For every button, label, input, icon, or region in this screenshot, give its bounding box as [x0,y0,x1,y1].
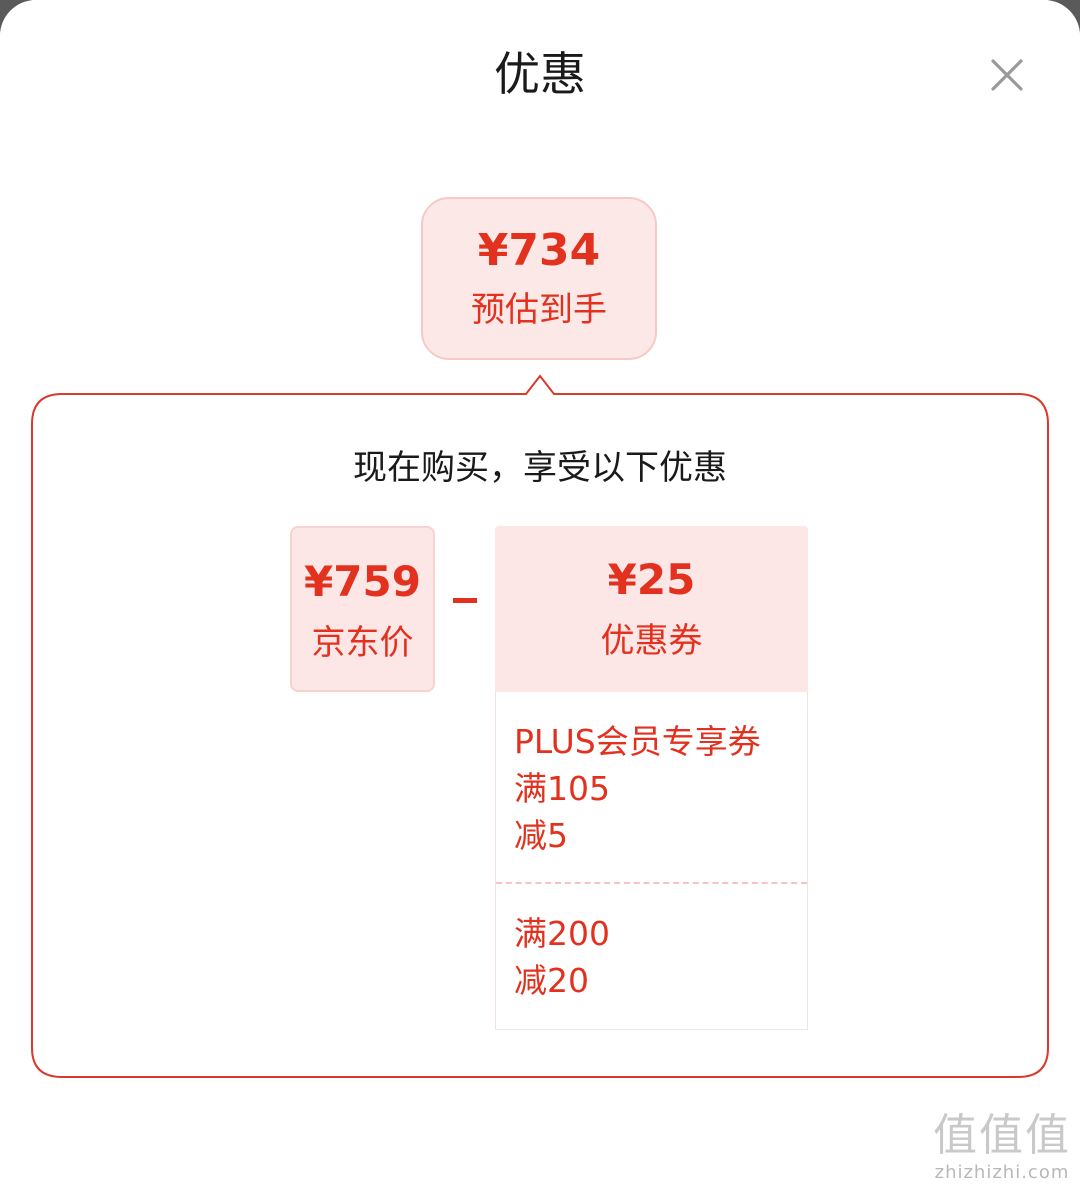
jd-price-label: 京东价 [311,623,414,663]
jd-price-box: ¥759 京东价 [290,526,435,692]
coupon-total-box: ¥25 优惠券 [495,526,808,692]
estimated-price-amount: ¥734 [477,225,601,276]
coupon-total-label: 优惠券 [600,621,703,661]
coupon-item-discount: 减5 [514,816,568,855]
close-icon [991,59,1023,91]
panel-heading: 现在购买，享受以下优惠 [353,448,727,488]
coupon-item: 满200 减20 [496,884,807,1004]
coupon-item-title: PLUS会员专享券 [514,722,761,761]
watermark-domain: zhizhizhi.com [934,1162,1070,1183]
estimated-price-badge: ¥734 预估到手 [421,197,657,360]
coupon-total-amount: ¥25 [607,555,696,604]
watermark-logo: 值值值 zhizhizhi.com [928,1110,1076,1190]
coupon-item: PLUS会员专享券 满105 减5 [496,692,807,882]
watermark-glyphs: 值值值 [933,1110,1071,1161]
coupon-list: PLUS会员专享券 满105 减5 满200 减20 [495,692,808,1030]
jd-price-amount: ¥759 [304,557,421,606]
close-button[interactable] [984,52,1030,98]
coupon-item-threshold: 满200 [514,914,610,953]
coupon-divider [496,882,807,884]
dialog-title: 优惠 [494,47,586,101]
coupon-item-threshold: 满105 [514,769,610,808]
coupon-item-discount: 减20 [514,961,589,1000]
estimated-price-label: 预估到手 [471,290,607,330]
minus-operator-icon [453,598,477,603]
